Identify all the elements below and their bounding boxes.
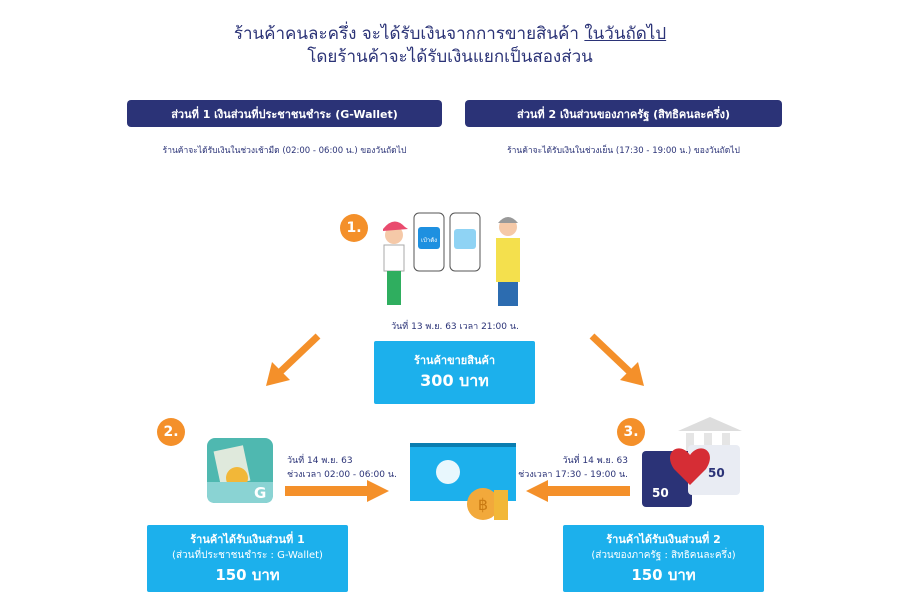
svg-text:฿: ฿ xyxy=(478,495,488,514)
title-line1: ร้านค้าคนละครึ่ง จะได้รับเงินจากการขายสิ… xyxy=(0,20,900,47)
part1-header: ส่วนที่ 1 เงินส่วนที่ประชาชนชำระ (G-Wall… xyxy=(127,100,442,127)
bank-wallet-icon: ฿ xyxy=(410,443,516,520)
step2-badge: 2. xyxy=(157,418,185,446)
step2-datetime: วันที่ 14 พ.ย. 63 ช่วงเวลา 02:00 - 06:00 … xyxy=(287,454,397,482)
part2-note: ร้านค้าจะได้รับเงินในช่วงเย็น (17:30 - 1… xyxy=(507,146,740,156)
arrow-down-left-icon xyxy=(266,333,321,386)
step2-date: วันที่ 14 พ.ย. 63 xyxy=(287,456,353,466)
title-emphasis: ในวันถัดไป xyxy=(584,24,667,44)
svg-text:เป๋าตัง: เป๋าตัง xyxy=(421,237,437,244)
step1-box: ร้านค้าขายสินค้า 300 บาท xyxy=(374,341,535,404)
step3-badge: 3. xyxy=(617,418,645,446)
title-line2: โดยร้านค้าจะได้รับเงินแยกเป็นสองส่วน xyxy=(307,47,593,67)
step1-box-amount: 300 บาท xyxy=(420,371,489,390)
g-wallet-icon: G xyxy=(207,438,273,503)
svg-text:50: 50 xyxy=(708,466,725,480)
step3-box-amount: 150 บาท xyxy=(631,566,696,584)
step3-datetime: วันที่ 14 พ.ย. 63 ช่วงเวลา 17:30 - 19:00 … xyxy=(490,454,628,482)
step3-box-label: ร้านค้าได้รับเงินส่วนที่ 2 xyxy=(606,533,721,546)
part1-note: ร้านค้าจะได้รับเงินในช่วงเช้ามืด (02:00 … xyxy=(162,146,407,156)
step3-box: ร้านค้าได้รับเงินส่วนที่ 2 (ส่วนของภาครั… xyxy=(563,525,764,592)
step1-box-label: ร้านค้าขายสินค้า xyxy=(413,354,496,367)
arrow-down-right-icon xyxy=(589,333,644,386)
government-jigsaw-icon: 50 50 xyxy=(642,417,742,507)
step2-box-amount: 150 บาท xyxy=(215,566,280,584)
arrow-right-icon xyxy=(285,480,389,502)
title-main: ร้านค้าคนละครึ่ง จะได้รับเงินจากการขายสิ… xyxy=(233,24,585,44)
people-phones-illustration: เป๋าตัง xyxy=(383,212,520,306)
arrow-left-icon xyxy=(526,480,630,502)
svg-text:G: G xyxy=(254,484,266,502)
step3-date: วันที่ 14 พ.ย. 63 xyxy=(562,456,628,466)
step1-badge: 1. xyxy=(340,214,368,242)
part2-header: ส่วนที่ 2 เงินส่วนของภาครัฐ (สิทธิคนละคร… xyxy=(465,100,782,127)
step2-box-label: ร้านค้าได้รับเงินส่วนที่ 1 xyxy=(190,533,305,546)
step2-box-sub: (ส่วนที่ประชาชนชำระ : G-Wallet) xyxy=(172,550,323,561)
step2-box: ร้านค้าได้รับเงินส่วนที่ 1 (ส่วนที่ประชา… xyxy=(147,525,348,592)
svg-text:50: 50 xyxy=(652,486,669,500)
step2-time: ช่วงเวลา 02:00 - 06:00 น. xyxy=(287,470,397,480)
step3-time: ช่วงเวลา 17:30 - 19:00 น. xyxy=(518,470,628,480)
step3-box-sub: (ส่วนของภาครัฐ : สิทธิคนละครึ่ง) xyxy=(591,550,736,561)
step1-date: วันที่ 13 พ.ย. 63 เวลา 21:00 น. xyxy=(391,322,519,332)
